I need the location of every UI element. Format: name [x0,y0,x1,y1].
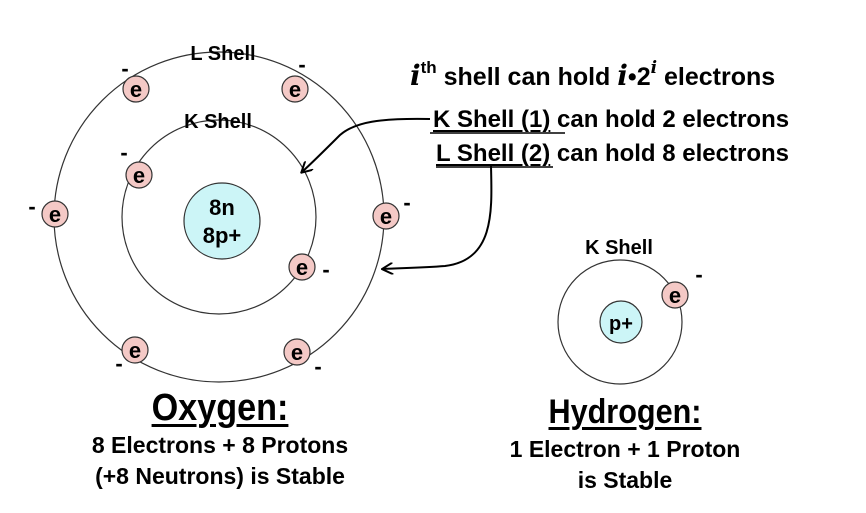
electron-charge: - [115,351,122,376]
hydrogen-caption: Hydrogen: 1 Electron + 1 Proton is Stabl… [450,390,800,496]
hydrogen-nucleus-label: p+ [609,313,633,335]
electron-charge: - [121,56,128,81]
shell-capacity-formula: ith shell can hold i•2i electrons [410,58,775,92]
k-shell-rule-text: can hold 2 electrons [550,106,790,133]
electron-charge: - [28,194,35,219]
electron-label: e [296,255,308,280]
formula-text: shell can hold [436,63,618,91]
formula-variable-i: i [617,59,628,92]
electron-charge: - [322,257,329,282]
electron-label: e [49,202,61,227]
electron-charge: - [314,354,321,379]
k-shell-rule-label: K Shell (1) [433,106,551,133]
l-shell-rule-label: L Shell (2) [436,140,551,167]
electron-label: e [133,163,145,188]
electron-label: e [130,77,142,102]
k-shell-arrow [302,117,431,172]
oxygen-description-line1: 8 Electrons + 8 Protons [91,432,349,458]
electron-label: e [129,338,141,363]
oxygen-nucleus-protons: 8p+ [203,223,242,248]
electron: e - [661,262,703,309]
electron: e - [288,253,330,282]
electron: e - [28,194,69,228]
l-shell-rule-text: can hold 8 electrons [550,140,789,167]
l-shell-rule: L Shell (2) can hold 8 electrons [436,140,789,168]
oxygen-title: Oxygen: [151,387,289,429]
hydrogen-k-shell-orbit [557,259,683,385]
electron: e - [120,140,153,189]
oxygen-l-shell-label: L Shell [190,43,255,65]
oxygen-description-line2: (+8 Neutrons) is Stable [95,463,345,489]
electron-label: e [380,204,392,229]
oxygen-nucleus-neutrons: 8n [209,195,235,220]
electron: e - [281,52,309,103]
hydrogen-nucleus [599,300,643,344]
electron-charge: - [403,190,410,215]
oxygen-k-shell-label: K Shell [184,111,252,133]
oxygen-k-shell-orbit [121,119,317,315]
formula-text-end: electrons [657,63,776,91]
k-shell-rule: K Shell (1) can hold 2 electrons [433,106,789,134]
oxygen-caption: Oxygen: 8 Electrons + 8 Protons (+8 Neut… [40,386,400,492]
hydrogen-atom: p+ K Shell e - [557,237,703,385]
electron: e - [283,338,322,379]
electron: e - [372,190,411,230]
formula-variable-i: i [410,59,421,92]
formula-th-superscript: th [420,58,437,77]
formula-exponent: i [650,58,658,78]
hydrogen-description-line2: is Stable [577,467,673,493]
electron-label: e [291,340,303,365]
electron-label: e [669,283,681,308]
hydrogen-k-shell-label: K Shell [585,237,653,259]
oxygen-atom: 8n 8p+ L Shell K Shell e - e - e - e - e [28,43,411,383]
electron-charge: - [298,52,305,77]
oxygen-nucleus [183,182,261,260]
electron-label: e [289,77,301,102]
electron: e - [121,56,150,103]
formula-base: 2 [636,63,651,91]
electron: e - [115,336,149,376]
formula-bullet: • [627,63,637,91]
hydrogen-title: Hydrogen: [548,393,702,431]
electron-charge: - [120,140,127,165]
l-shell-arrow [383,165,493,269]
electron-charge: - [695,262,702,287]
hydrogen-description-line1: 1 Electron + 1 Proton [509,436,741,462]
